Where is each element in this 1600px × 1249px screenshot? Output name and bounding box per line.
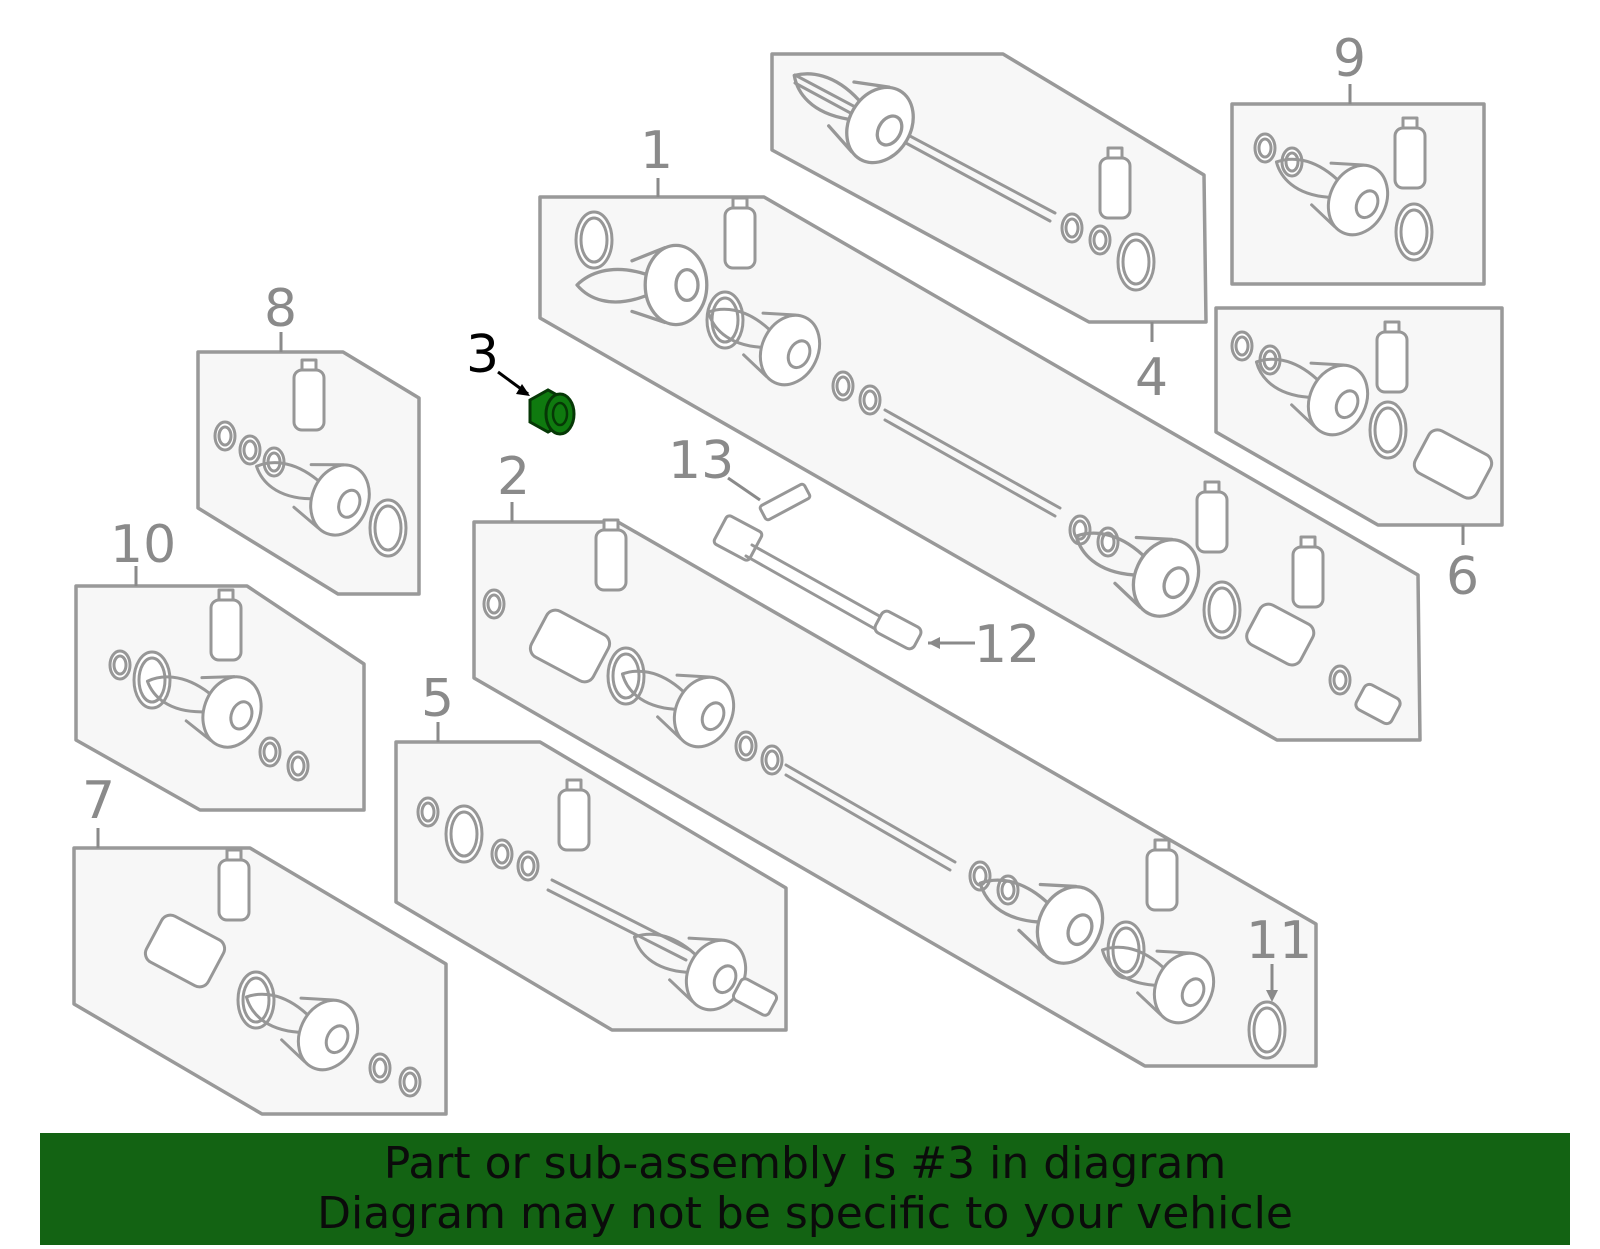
banner-line-1: Part or sub-assembly is #3 in diagram <box>383 1138 1227 1189</box>
callout-10: 10 <box>110 515 176 575</box>
info-banner: Part or sub-assembly is #3 in diagram Di… <box>40 1133 1570 1245</box>
callout-4: 4 <box>1135 348 1168 408</box>
banner-line-2: Diagram may not be specific to your vehi… <box>317 1188 1293 1239</box>
callout-11: 11 <box>1246 911 1312 971</box>
part-3-highlighted[interactable] <box>497 370 576 436</box>
panel-10 <box>74 566 366 812</box>
callout-2: 2 <box>497 447 530 507</box>
callout-3: 3 <box>466 325 499 385</box>
panel-2 <box>472 502 1318 1068</box>
callout-12: 12 <box>974 615 1040 675</box>
callout-13: 13 <box>668 431 734 491</box>
callout-5: 5 <box>421 669 454 729</box>
panel-6 <box>1214 306 1504 545</box>
panel-4 <box>770 39 1208 342</box>
panel-1 <box>538 178 1422 742</box>
callout-8: 8 <box>264 279 297 339</box>
panel-9 <box>1230 84 1486 286</box>
panel-5 <box>394 722 788 1032</box>
callout-7: 7 <box>82 771 115 831</box>
part-12-shaft <box>712 514 975 651</box>
panel-7 <box>72 828 448 1116</box>
callout-1: 1 <box>640 121 673 181</box>
panel-8 <box>196 332 421 596</box>
callout-6: 6 <box>1446 547 1479 607</box>
part-13-bolt <box>727 476 812 522</box>
callout-9: 9 <box>1333 29 1366 89</box>
callout-11-arrow <box>1266 964 1278 1002</box>
